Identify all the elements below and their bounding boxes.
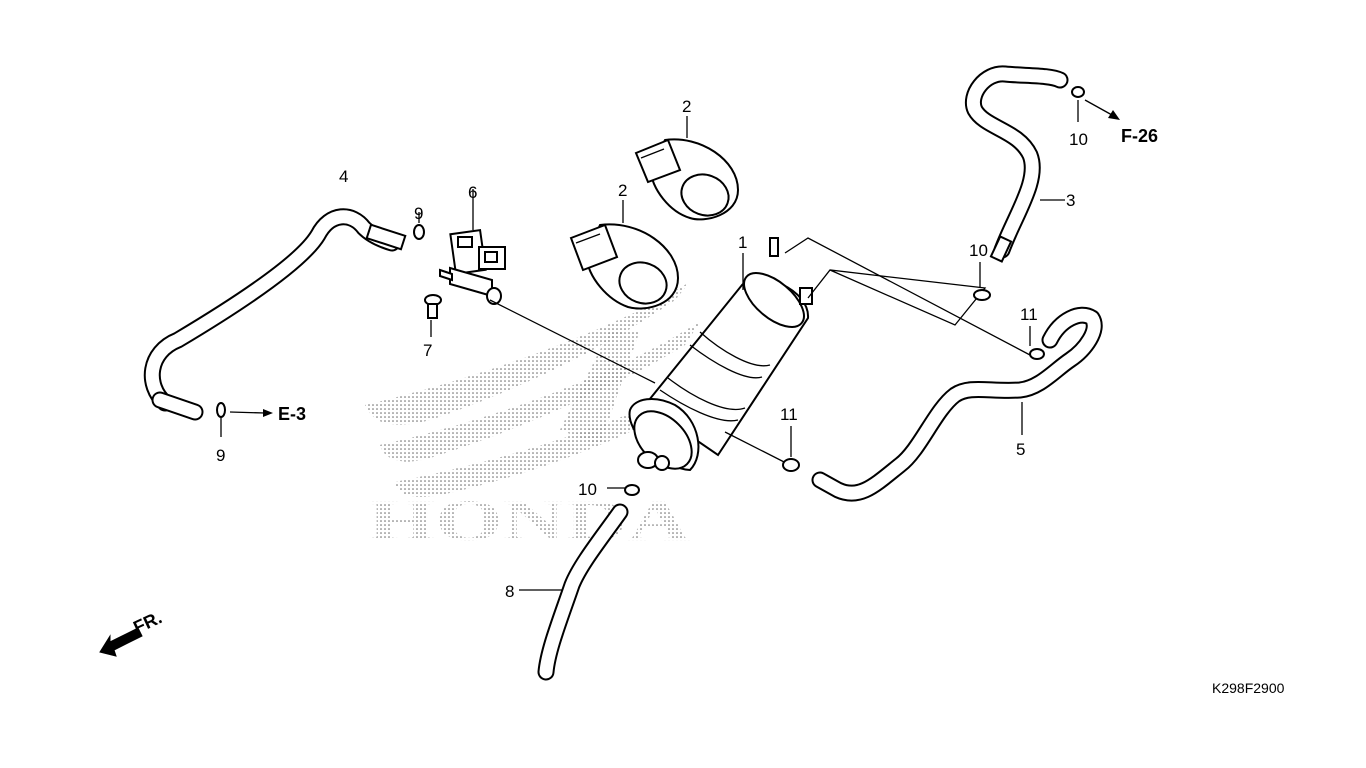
clamp-10-upper xyxy=(1071,86,1085,122)
callout-10-middle: 10 xyxy=(969,241,988,260)
callout-5: 5 xyxy=(1016,440,1025,459)
clamp-9-lower xyxy=(216,402,226,437)
honda-wing-watermark xyxy=(365,282,700,498)
clamp-10-middle xyxy=(973,262,991,301)
callout-10-upper: 10 xyxy=(1069,130,1088,149)
arrow-f26 xyxy=(1084,99,1120,120)
front-direction-arrow-icon xyxy=(99,627,143,657)
callout-11-middle: 11 xyxy=(780,405,798,424)
callout-1: 1 xyxy=(738,233,747,252)
callout-2-upper: 2 xyxy=(682,97,691,116)
bolt-7 xyxy=(424,294,442,337)
hose-5 xyxy=(811,306,1103,502)
callout-3: 3 xyxy=(1066,191,1075,210)
callout-7: 7 xyxy=(423,341,432,360)
clamp-11-middle xyxy=(782,426,800,472)
diagram-code: K298F2900 xyxy=(1212,680,1285,696)
honda-watermark-text: HONDA xyxy=(368,488,690,553)
callout-2-lower: 2 xyxy=(618,181,627,200)
hose-8 xyxy=(519,503,629,681)
reference-f26[interactable]: F-26 xyxy=(1121,126,1158,146)
callout-10-lower: 10 xyxy=(578,480,597,499)
solenoid-valve-6 xyxy=(439,189,506,305)
callout-9-upper: 9 xyxy=(414,204,423,223)
callout-6: 6 xyxy=(468,183,477,202)
canister-1 xyxy=(628,237,813,472)
callout-4: 4 xyxy=(339,167,348,186)
hose-4 xyxy=(143,208,407,421)
reference-e3[interactable]: E-3 xyxy=(278,404,306,424)
band-2-lower xyxy=(569,200,680,310)
band-2-upper xyxy=(634,116,740,221)
reference-lines xyxy=(489,237,1031,466)
callout-11-right: 11 xyxy=(1020,305,1038,324)
clamp-11-right xyxy=(1029,326,1045,360)
callout-8: 8 xyxy=(505,582,514,601)
callout-9-lower: 9 xyxy=(216,446,225,465)
arrow-e3 xyxy=(229,409,273,417)
hose-3 xyxy=(965,65,1069,263)
clamp-10-lower xyxy=(607,484,640,496)
clamp-9-upper xyxy=(413,212,425,240)
